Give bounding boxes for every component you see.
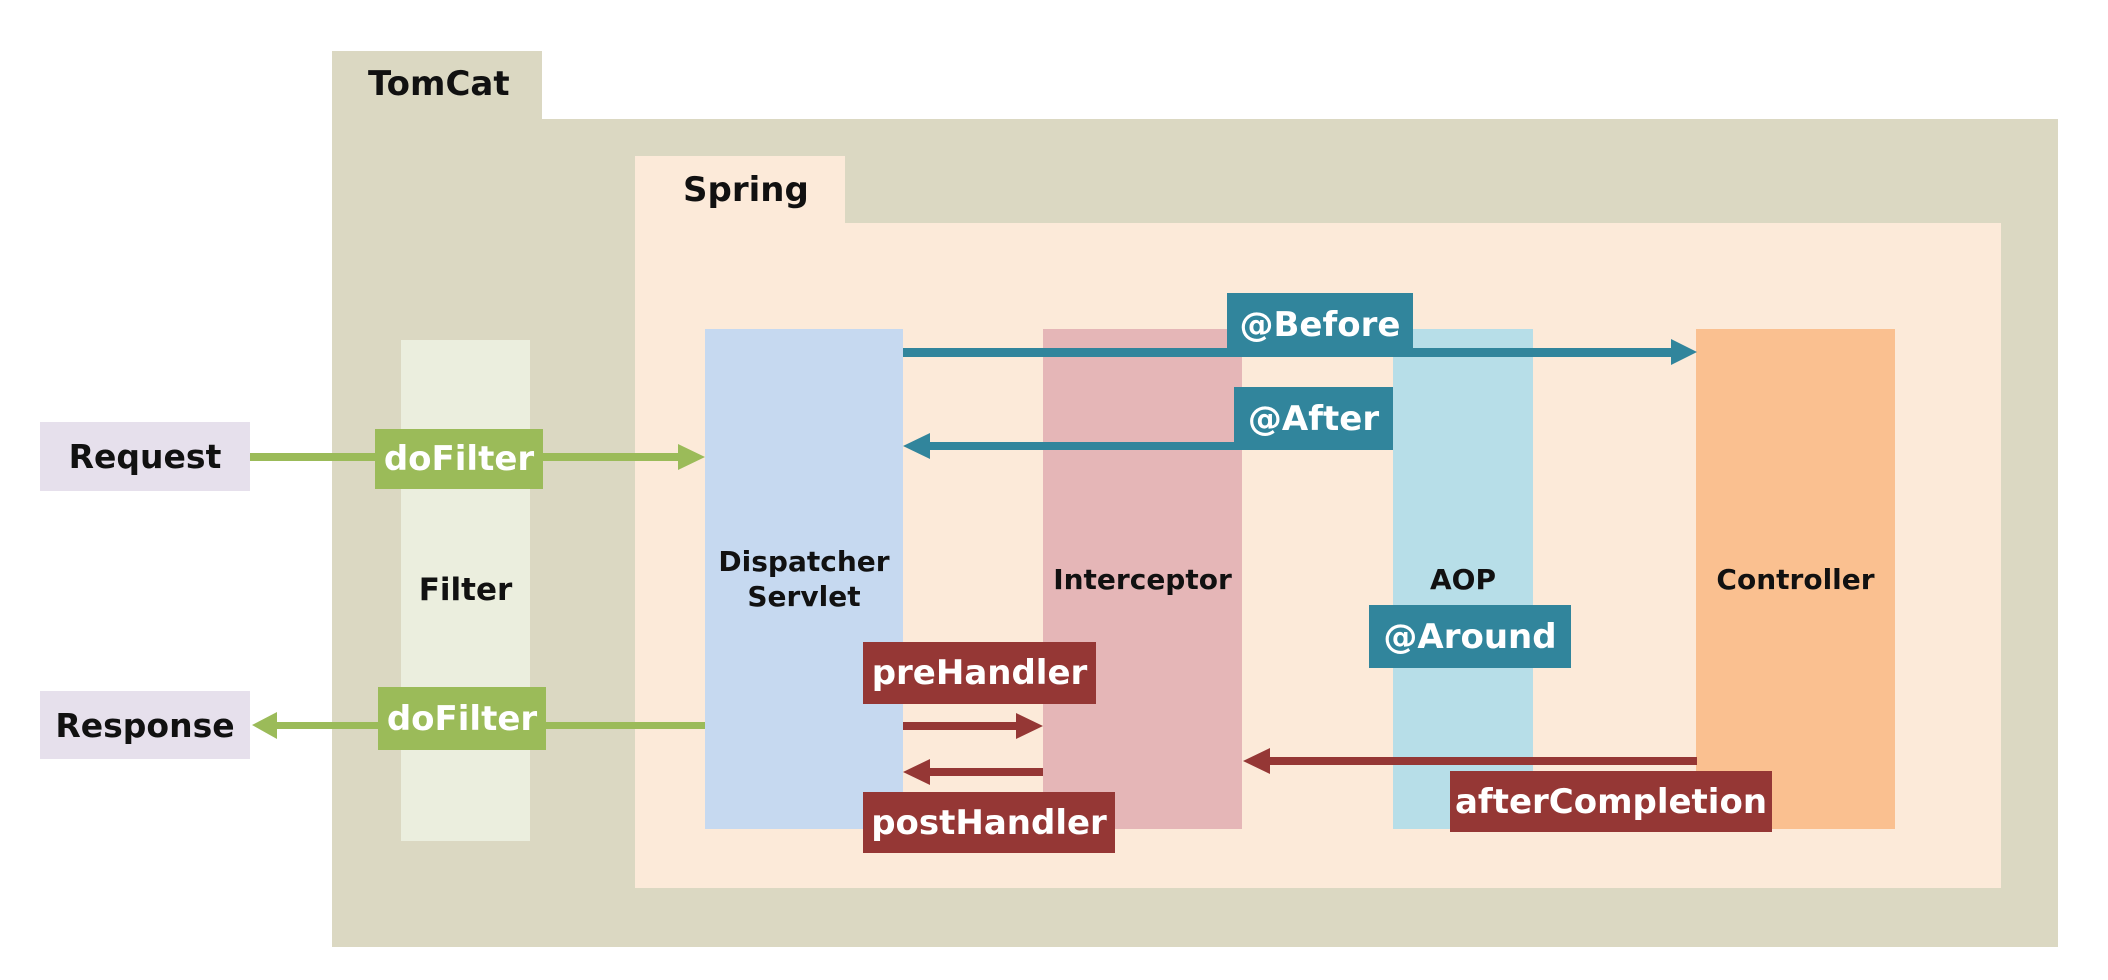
after-arrow-head xyxy=(903,433,930,459)
spring-tab xyxy=(635,156,845,226)
controller-label: Controller xyxy=(1716,562,1875,596)
controller-column: Controller xyxy=(1696,329,1895,829)
tomcat-title: TomCat xyxy=(368,64,510,104)
do-filter-request-tag: doFilter xyxy=(375,429,543,489)
pre-handler-arrow-line xyxy=(903,722,1018,730)
dispatcher-label-line1: Dispatcher xyxy=(718,545,890,578)
after-arrow-line xyxy=(928,442,1393,450)
pre-handler-tag: preHandler xyxy=(863,642,1096,704)
before-arrow-head xyxy=(1671,339,1697,365)
post-handler-tag: postHandler xyxy=(863,792,1115,853)
after-completion-arrow-line xyxy=(1268,757,1697,765)
request-box: Request xyxy=(40,422,250,491)
response-box: Response xyxy=(40,691,250,759)
post-handler-arrow-head xyxy=(903,759,930,785)
request-arrow-head xyxy=(678,444,705,470)
pre-handler-arrow-head xyxy=(1016,713,1043,739)
spring-title: Spring xyxy=(683,170,809,210)
filter-column: Filter xyxy=(401,340,530,841)
interceptor-label: Interceptor xyxy=(1053,562,1232,596)
dispatcher-servlet-column: Dispatcher Servlet xyxy=(705,329,903,829)
interceptor-column: Interceptor xyxy=(1043,329,1242,829)
do-filter-response-tag: doFilter xyxy=(378,687,546,750)
after-completion-tag: afterCompletion xyxy=(1450,771,1772,832)
dispatcher-label-line2: Servlet xyxy=(747,580,861,613)
filter-label: Filter xyxy=(418,572,513,609)
after-completion-arrow-head xyxy=(1243,748,1270,774)
aop-column xyxy=(1393,329,1533,829)
tomcat-tab xyxy=(332,51,542,121)
aop-label: AOP xyxy=(1430,563,1496,596)
around-tag: @Around xyxy=(1369,605,1571,668)
before-tag: @Before xyxy=(1227,293,1413,357)
response-arrow-head xyxy=(252,712,277,739)
after-tag: @After xyxy=(1234,387,1393,450)
post-handler-arrow-line xyxy=(928,768,1043,776)
